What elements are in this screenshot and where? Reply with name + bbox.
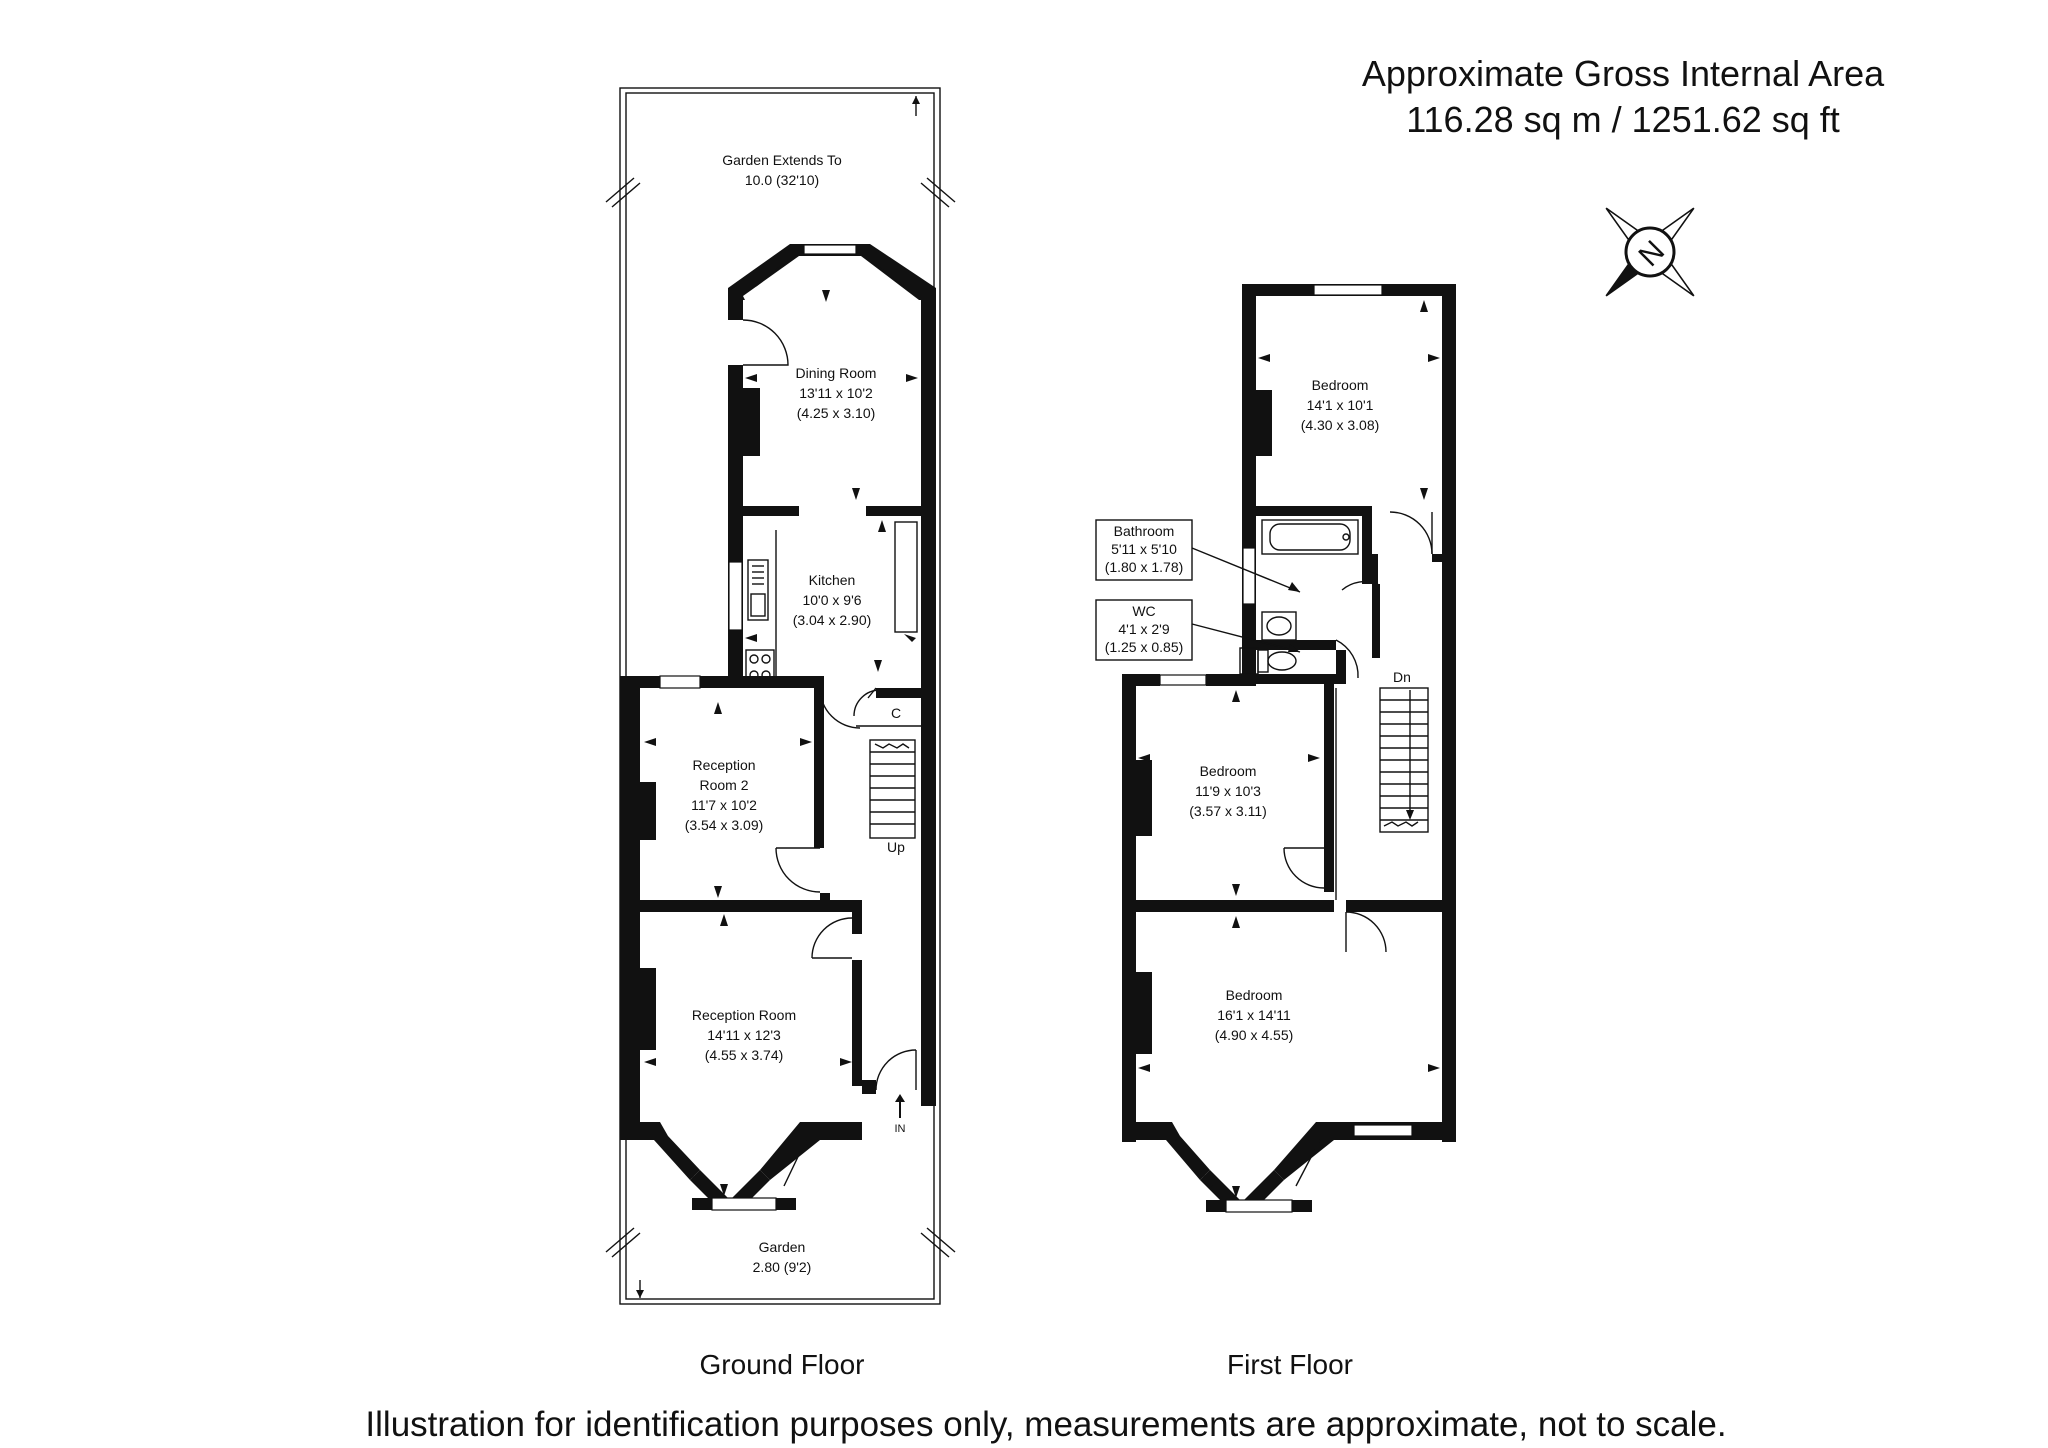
bathroom-name: Bathroom xyxy=(1114,523,1175,539)
bathroom-metric: (1.80 x 1.78) xyxy=(1105,559,1184,575)
dining-room-name: Dining Room xyxy=(796,365,877,381)
reception-room-2-name-2: Room 2 xyxy=(699,777,748,793)
bathroom-imperial: 5'11 x 5'10 xyxy=(1111,541,1177,557)
wc-metric: (1.25 x 0.85) xyxy=(1105,639,1184,655)
reception-room-metric: (4.55 x 3.74) xyxy=(705,1047,784,1063)
bedroom-rear-imperial: 14'1 x 10'1 xyxy=(1307,397,1374,413)
bedroom-front-name: Bedroom xyxy=(1226,987,1283,1003)
first-floor-label: First Floor xyxy=(1227,1349,1353,1380)
stairs-up-label: Up xyxy=(887,839,905,855)
rear-garden-size: 10.0 (32'10) xyxy=(745,172,819,188)
reception-room-imperial: 14'11 x 12'3 xyxy=(707,1027,781,1043)
bedroom-middle-name: Bedroom xyxy=(1200,763,1257,779)
bedroom-front-imperial: 16'1 x 14'11 xyxy=(1217,1007,1291,1023)
bedroom-rear-metric: (4.30 x 3.08) xyxy=(1301,417,1380,433)
entrance-label: IN xyxy=(895,1123,906,1135)
bedroom-front-metric: (4.90 x 4.55) xyxy=(1215,1027,1294,1043)
ground-floor-plan xyxy=(605,87,956,1305)
kitchen-metric: (3.04 x 2.90) xyxy=(793,612,872,628)
dining-room-metric: (4.25 x 3.10) xyxy=(797,405,876,421)
kitchen-name: Kitchen xyxy=(809,572,856,588)
disclaimer-text: Illustration for identification purposes… xyxy=(365,1405,1726,1444)
front-garden-name: Garden xyxy=(759,1239,806,1255)
kitchen-imperial: 10'0 x 9'6 xyxy=(802,592,861,608)
gross-area-value: 116.28 sq m / 1251.62 sq ft xyxy=(1406,99,1840,140)
reception-room-name: Reception Room xyxy=(692,1007,796,1023)
bedroom-middle-metric: (3.57 x 3.11) xyxy=(1189,803,1267,819)
dining-room-imperial: 13'11 x 10'2 xyxy=(799,385,873,401)
first-floor-plan xyxy=(1095,284,1456,1213)
bedroom-rear-name: Bedroom xyxy=(1312,377,1369,393)
wc-imperial: 4'1 x 2'9 xyxy=(1118,621,1169,637)
wc-name: WC xyxy=(1132,603,1155,619)
reception-room-2-metric: (3.54 x 3.09) xyxy=(685,817,764,833)
ground-floor-label: Ground Floor xyxy=(700,1349,865,1380)
stairs-down-label: Dn xyxy=(1393,669,1411,685)
cupboard-label: C xyxy=(891,705,901,721)
reception-room-2-name-1: Reception xyxy=(692,757,755,773)
bedroom-middle-imperial: 11'9 x 10'3 xyxy=(1195,783,1261,799)
reception-room-2-imperial: 11'7 x 10'2 xyxy=(691,797,757,813)
rear-garden-name: Garden Extends To xyxy=(722,152,842,168)
gross-area-title: Approximate Gross Internal Area xyxy=(1362,53,1885,94)
front-garden-size: 2.80 (9'2) xyxy=(753,1259,812,1275)
compass-north-icon xyxy=(1605,207,1695,297)
